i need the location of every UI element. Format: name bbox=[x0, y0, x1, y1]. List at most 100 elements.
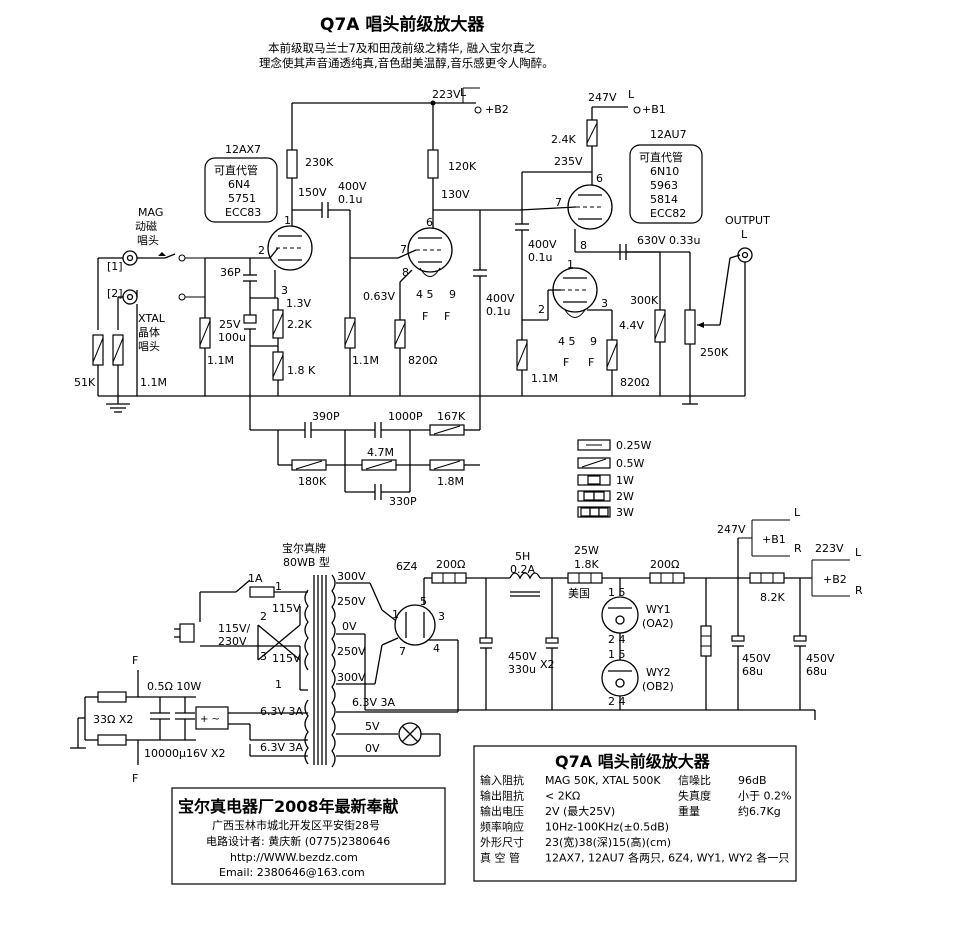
cap-label: 630V 0.33u bbox=[637, 234, 700, 247]
pin-label: 1 bbox=[275, 580, 282, 593]
r-label: 1.8K bbox=[574, 558, 599, 571]
b2-rail: 223V L +B2 bbox=[291, 86, 509, 150]
spec-key: 输入阻抗 bbox=[480, 773, 524, 787]
pin-label: 4 5 bbox=[558, 335, 576, 348]
tube-box-1 bbox=[204, 157, 278, 223]
legend-label: 2W bbox=[616, 490, 634, 503]
b1-label: +B1 bbox=[762, 533, 786, 546]
spec-value: MAG 50K, XTAL 500K bbox=[545, 774, 661, 787]
riaa-network: 390P 1000P 167K 180K 4.7M 1.8M 330P bbox=[250, 410, 480, 508]
riaa-label: 1.8M bbox=[437, 475, 464, 488]
mains-plug-icon[interactable] bbox=[179, 623, 195, 643]
heater-resistor bbox=[97, 734, 127, 746]
r33-label: 33Ω X2 bbox=[93, 713, 133, 726]
b1-r: R bbox=[794, 542, 802, 555]
schematic-title: Q7A 唱头前级放大器 bbox=[320, 14, 485, 35]
cap-label: X2 bbox=[540, 658, 555, 671]
r-label: 820Ω bbox=[408, 354, 437, 367]
output-ch: L bbox=[741, 228, 748, 241]
maker-email[interactable]: Email: 2380646@163.com bbox=[219, 866, 365, 879]
lamp-label: 0V bbox=[365, 742, 380, 755]
b2-voltage: 223V bbox=[815, 542, 844, 555]
riaa-label: 180K bbox=[298, 475, 327, 488]
cap10000-label: 10000μ16V X2 bbox=[144, 747, 226, 760]
legend-label: 3W bbox=[616, 506, 634, 519]
xtal-label: 唱头 bbox=[138, 340, 160, 353]
spec-key: 信噪比 bbox=[678, 774, 711, 787]
tube-12ax7-b bbox=[407, 227, 453, 273]
riaa-label: 330P bbox=[389, 495, 417, 508]
pin-label: 1 bbox=[392, 608, 399, 621]
transformer-brand: 宝尔真牌 bbox=[282, 541, 326, 555]
r51k-label: 51K bbox=[74, 376, 96, 389]
xtal-label: XTAL bbox=[138, 312, 166, 325]
tap-label: 250V bbox=[337, 645, 366, 658]
tube-box-2-heading: 可直代管 bbox=[639, 150, 683, 164]
vr-label: (OA2) bbox=[642, 617, 674, 630]
r-label: 25W bbox=[574, 544, 599, 557]
pin-label: 6 bbox=[426, 216, 433, 229]
pin-label: 1 5 bbox=[608, 648, 626, 661]
resistor-1k8-25w bbox=[567, 572, 603, 584]
vr-label: WY2 bbox=[646, 666, 671, 679]
riaa-label: 4.7M bbox=[367, 446, 394, 459]
r-label: 200Ω bbox=[436, 558, 465, 571]
pin-label: 6 bbox=[596, 172, 603, 185]
spec-key: 外形尺寸 bbox=[480, 835, 524, 849]
tube-box-1-heading: 可直代管 bbox=[214, 163, 258, 177]
b1-voltage: 247V bbox=[588, 91, 617, 104]
b2-label: +B2 bbox=[823, 573, 847, 586]
lamp-label: 5V bbox=[365, 720, 380, 733]
pin-label: 8 bbox=[580, 239, 587, 252]
v-label: 4.4V bbox=[619, 319, 644, 332]
stage-3: 2.4K 235V 6 7 8 400V 0.1u 1.1M 1 2 3 4 5… bbox=[515, 119, 770, 405]
selector-2: [2] bbox=[107, 287, 123, 300]
r-label: 300K bbox=[630, 294, 659, 307]
maker-address: 广西玉林市城北开发区平安街28号 bbox=[212, 818, 380, 832]
pin-label: 7 bbox=[400, 243, 407, 256]
pin-label: 9 bbox=[449, 288, 456, 301]
tube-12ax7-a bbox=[267, 225, 313, 271]
spec-value: < 2KΩ bbox=[545, 790, 580, 803]
f-label: F bbox=[563, 356, 569, 369]
intro-line-1: 本前级取马兰士7及和田茂前级之精华, 融入宝尔真之 bbox=[268, 41, 536, 55]
pin-label: 3 bbox=[601, 297, 608, 310]
volume-pot-250k[interactable] bbox=[684, 309, 696, 345]
b1-voltage: 247V bbox=[717, 523, 746, 536]
maker-designer: 电路设计者: 黄庆新 (0775)2380646 bbox=[206, 834, 390, 848]
pin-label: 7 bbox=[555, 196, 562, 209]
mag-jack-icon[interactable] bbox=[122, 250, 138, 266]
r-label: 1.8 K bbox=[287, 364, 316, 377]
v-label: 1.3V bbox=[286, 297, 311, 310]
selector-1: [1] bbox=[107, 260, 123, 273]
maker-box bbox=[171, 787, 446, 885]
maker-name: 宝尔真电器厂2008年最新奉献 bbox=[178, 797, 399, 816]
r-label: 250K bbox=[700, 346, 729, 359]
spec-value: 96dB bbox=[738, 774, 767, 787]
tube-box-1-sub: ECC83 bbox=[225, 206, 261, 219]
legend-label: 0.25W bbox=[616, 439, 651, 452]
tube-box-2 bbox=[629, 144, 703, 224]
pin-label: 1 bbox=[567, 258, 574, 271]
fuse bbox=[249, 586, 275, 598]
v-label: 130V bbox=[441, 188, 470, 201]
pin-label: 2 4 bbox=[608, 695, 626, 708]
intro-line-2: 理念使其声音通透纯真,音色甜美温醇,音乐感更令人陶醉。 bbox=[259, 56, 554, 70]
vr-tube-wy2 bbox=[601, 659, 639, 697]
legend-label: 1W bbox=[616, 474, 634, 487]
pin-label: 4 5 bbox=[416, 288, 434, 301]
xtal-jack-icon[interactable] bbox=[122, 289, 138, 305]
cap-label: 450V bbox=[742, 652, 771, 665]
resistor-legend: 0.25W 0.5W 1W 2W 3W bbox=[577, 439, 651, 519]
r-label: 820Ω bbox=[620, 376, 649, 389]
spec-key: 频率响应 bbox=[480, 820, 524, 834]
mains-label: 115V/ bbox=[218, 622, 251, 635]
maker-web[interactable]: http://WWW.bezdz.com bbox=[230, 851, 358, 864]
riaa-label: 390P bbox=[312, 410, 340, 423]
b2-ch: L bbox=[460, 86, 467, 99]
plate-resistor-230k bbox=[286, 149, 298, 179]
cap-label: 400V bbox=[338, 180, 367, 193]
spec-key: 输出电压 bbox=[480, 804, 524, 818]
output-jack-icon[interactable] bbox=[737, 247, 753, 263]
